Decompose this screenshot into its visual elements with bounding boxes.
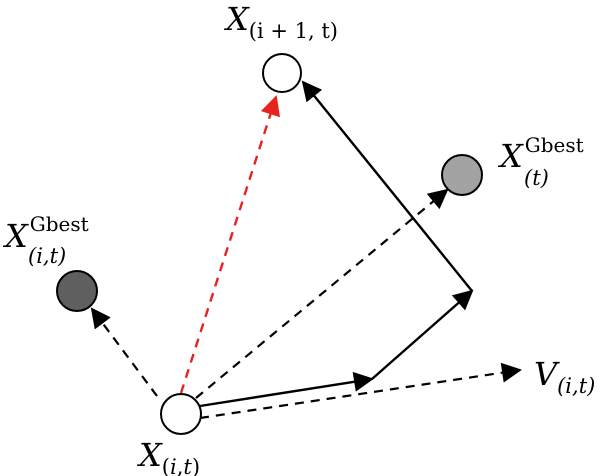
solid-arrow-cognitive [371, 289, 474, 380]
label-global-best-sub: (t) [524, 166, 549, 190]
arrow-to-personal-best [90, 307, 158, 397]
label-current-position: X(i,t) [136, 436, 200, 476]
label-velocity: V(i,t) [534, 355, 595, 398]
solid-arrow-social [301, 80, 473, 292]
label-personal-best-sub: (i,t) [28, 244, 66, 268]
velocity-arrow [199, 362, 522, 420]
node-global-best [441, 154, 483, 196]
label-next-position: X(i + 1, t) [223, 0, 338, 43]
arrow-to-global-best [195, 188, 449, 399]
node-current-position [160, 393, 202, 435]
solid-arrow-inertia [199, 371, 374, 408]
node-personal-best [56, 270, 98, 312]
node-next-position [262, 53, 302, 93]
arrow-to-next-position [179, 95, 281, 394]
